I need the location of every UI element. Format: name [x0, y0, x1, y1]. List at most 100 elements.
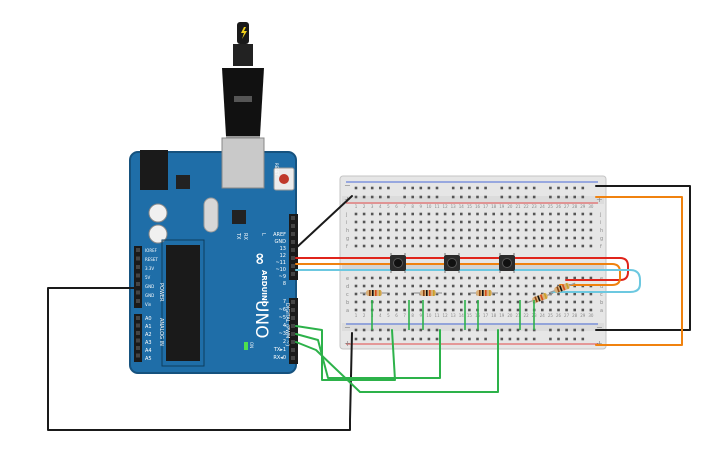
- column-number: 10: [426, 204, 432, 209]
- arduino-board[interactable]: IOREFRESET3.3V5VGNDGNDVinA0A1A2A3A4A5ARE…: [129, 137, 298, 374]
- column-number: 2: [363, 204, 366, 209]
- column-number: 28: [572, 313, 578, 318]
- row-letter: a: [600, 308, 603, 314]
- column-number: 8: [411, 204, 414, 209]
- column-number: 3: [371, 204, 374, 209]
- resistor[interactable]: [526, 290, 554, 305]
- column-number: 29: [580, 204, 586, 209]
- column-number: 19: [499, 313, 505, 318]
- wire-pin4[interactable]: [295, 325, 396, 381]
- wire-gnd-to-bottom-rail[interactable]: [47, 287, 353, 431]
- column-number: 24: [540, 313, 546, 318]
- column-number: 13: [451, 313, 457, 318]
- rail-minus-sign: −: [344, 323, 351, 332]
- power-pin-label: 3.3V: [145, 266, 154, 271]
- row-letter: j: [345, 212, 347, 218]
- wire-ground-rail-loop[interactable]: [595, 185, 691, 331]
- resistor[interactable]: [414, 290, 442, 296]
- column-number: 12: [443, 313, 449, 318]
- board-jumpers: [371, 300, 535, 330]
- digital-pin-label: 8: [283, 281, 286, 287]
- column-number: 25: [548, 204, 554, 209]
- push-button[interactable]: [499, 253, 515, 273]
- power-pin-label: 5V: [145, 275, 151, 280]
- usb-port: [221, 137, 265, 189]
- column-number: 14: [459, 313, 465, 318]
- digital-pin-label: ~9: [279, 274, 286, 280]
- wire-pin11[interactable]: [295, 263, 621, 286]
- digital-pin-label: ~10: [275, 267, 286, 273]
- row-letter: e: [346, 276, 349, 282]
- power-pin-label: Vin: [145, 302, 152, 307]
- row-letter: f: [600, 244, 602, 250]
- column-number: 14: [459, 204, 465, 209]
- column-number: 23: [532, 204, 538, 209]
- analog-label: ANALOG IN: [158, 318, 164, 346]
- column-number: 24: [540, 204, 546, 209]
- row-letter: c: [346, 292, 349, 298]
- breadboard[interactable]: 1122334455667788991010111112121313141415…: [339, 175, 607, 350]
- analog-pin-label: A3: [145, 340, 152, 346]
- crystal: [203, 197, 219, 233]
- column-number: 15: [467, 204, 473, 209]
- power-pin-label: GND: [145, 293, 154, 298]
- column-number: 18: [491, 204, 497, 209]
- analog-pin-label: A2: [145, 332, 152, 338]
- column-number: 12: [443, 204, 449, 209]
- column-number: 29: [580, 313, 586, 318]
- analog-pin-label: A5: [145, 356, 152, 362]
- push-button[interactable]: [444, 253, 460, 273]
- resistor[interactable]: [548, 280, 576, 295]
- column-number: 4: [379, 204, 382, 209]
- column-number: 6: [395, 313, 398, 318]
- rail-plus-sign: +: [596, 339, 603, 348]
- column-number: 27: [564, 313, 570, 318]
- digital-pin-label: 13: [280, 246, 286, 252]
- column-number: 7: [403, 204, 406, 209]
- row-letter: h: [600, 228, 603, 234]
- row-letter: b: [600, 300, 603, 306]
- wire-pin10[interactable]: [295, 269, 641, 293]
- row-letter: i: [346, 220, 347, 226]
- wire-power-rail-loop[interactable]: [595, 196, 683, 346]
- digital-header-top[interactable]: [289, 214, 298, 280]
- rail-plus-sign: +: [596, 195, 603, 204]
- capacitor: [148, 203, 168, 223]
- column-number: 15: [467, 313, 473, 318]
- column-number: 27: [564, 204, 570, 209]
- column-number: 9: [420, 313, 423, 318]
- column-number: 7: [403, 313, 406, 318]
- resistor[interactable]: [470, 290, 498, 296]
- row-letter: i: [600, 220, 601, 226]
- on-led: [244, 342, 248, 350]
- row-letter: d: [346, 284, 349, 290]
- row-letter: d: [600, 284, 603, 290]
- reset-button[interactable]: [273, 167, 295, 191]
- analog-pin-label: A4: [145, 348, 152, 354]
- tx-label: TX: [235, 232, 241, 240]
- column-number: 10: [426, 313, 432, 318]
- power-pin-label: IOREF: [145, 248, 158, 253]
- wire-gnd-to-rail[interactable]: [295, 195, 353, 249]
- column-number: 20: [507, 204, 513, 209]
- column-number: 30: [588, 204, 594, 209]
- analog-header[interactable]: [134, 314, 142, 362]
- wire-pin3[interactable]: [295, 329, 441, 379]
- digital-pin-label: 7: [283, 299, 286, 305]
- row-letter: g: [346, 236, 349, 242]
- column-number: 4: [379, 313, 382, 318]
- row-letter: c: [600, 292, 603, 298]
- atmega-chip: [166, 245, 200, 361]
- resistor[interactable]: [360, 290, 388, 296]
- digital-label: DIGITAL (PWM ~): [284, 303, 290, 346]
- digital-header-bottom[interactable]: [289, 298, 298, 364]
- column-number: 20: [507, 313, 513, 318]
- column-number: 11: [434, 204, 440, 209]
- push-button[interactable]: [390, 253, 406, 273]
- column-number: 1: [355, 313, 358, 318]
- column-number: 28: [572, 204, 578, 209]
- rail-plus-sign: +: [344, 339, 351, 348]
- wire-pin2[interactable]: [295, 329, 499, 393]
- analog-pin-label: A1: [145, 324, 152, 330]
